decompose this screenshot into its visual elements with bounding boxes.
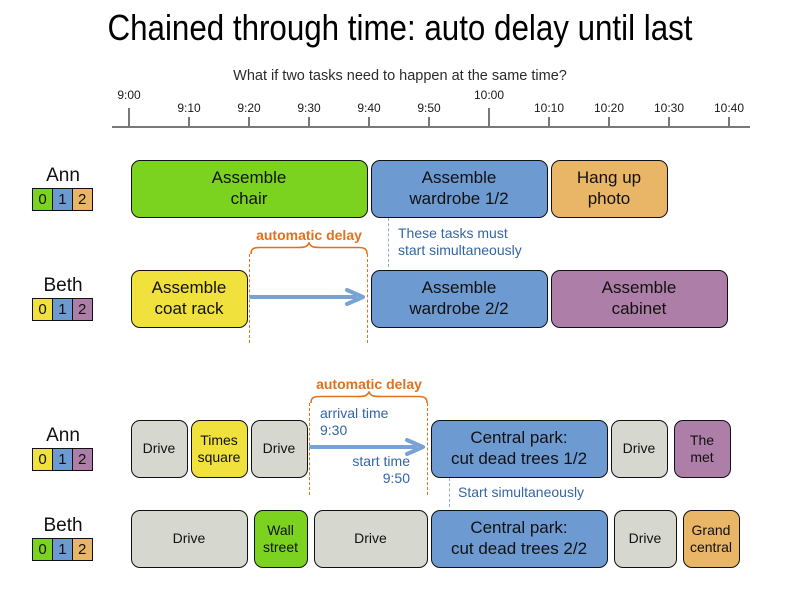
- task-label: Assemble cabinet: [601, 278, 677, 318]
- task-box: Hang up photo: [550, 160, 668, 218]
- person-chip: 1: [51, 448, 73, 471]
- task-box: Assemble chair: [130, 160, 368, 218]
- s2-arrival-time-note: arrival time 9:30: [320, 405, 389, 438]
- s2-sync-dashed-line: [449, 478, 450, 507]
- task-label: Wall street: [262, 521, 298, 555]
- person-chip: 1: [51, 538, 73, 561]
- s1-delay-dashed-line-left: [249, 254, 250, 343]
- timeline-axis: [112, 126, 750, 128]
- timeline-tick: [128, 108, 130, 127]
- timeline-tick-label: 10:40: [713, 101, 745, 115]
- person-name: Beth: [43, 515, 83, 536]
- s2-delay-dashed-line-left: [309, 403, 310, 495]
- person-chip: 2: [71, 538, 93, 561]
- task-label: Central park: cut dead trees 1/2: [450, 428, 588, 468]
- task-label: Drive: [628, 530, 662, 547]
- timeline-tick-label: 9:10: [177, 101, 201, 115]
- task-box: Central park: cut dead trees 2/2: [430, 510, 608, 568]
- task-label: Central park: cut dead trees 2/2: [450, 518, 588, 558]
- task-label: Hang up photo: [576, 168, 642, 208]
- timeline-tick: [368, 117, 370, 127]
- timeline-tick-label: 9:00: [117, 88, 141, 102]
- timeline-tick-label: 10:00: [473, 88, 505, 102]
- task-label: Assemble chair: [211, 168, 287, 208]
- timeline-tick-label: 10:30: [653, 101, 685, 115]
- task-label: Assemble wardrobe 2/2: [409, 278, 509, 318]
- task-label: Assemble wardrobe 1/2: [409, 168, 509, 208]
- timeline-tick: [488, 108, 490, 127]
- timeline-tick: [248, 117, 250, 127]
- task-box: The met: [673, 420, 731, 478]
- person-chip: 2: [71, 298, 93, 321]
- task-box: Drive: [130, 510, 248, 568]
- task-box: Assemble cabinet: [550, 270, 728, 328]
- person-chip: 2: [71, 188, 93, 211]
- s2-delay-dashed-line-right: [427, 403, 428, 495]
- s1-sync-dashed-line: [388, 213, 389, 267]
- task-box: Assemble wardrobe 1/2: [370, 160, 548, 218]
- task-box: Drive: [130, 420, 188, 478]
- s1-chain-arrow-icon: [249, 288, 365, 306]
- timeline-tick-label: 9:50: [417, 101, 441, 115]
- task-box: Times square: [190, 420, 248, 478]
- timeline-tick-label: 10:20: [593, 101, 625, 115]
- task-label: Times square: [197, 431, 241, 465]
- s1-delay-brace-icon: [250, 242, 368, 255]
- person-chip: 1: [51, 188, 73, 211]
- task-box: Central park: cut dead trees 1/2: [430, 420, 608, 478]
- person-name: Ann: [46, 425, 80, 446]
- person-chip: 1: [51, 298, 73, 321]
- person-chip: 0: [32, 298, 54, 321]
- timeline-tick-label: 9:40: [357, 101, 381, 115]
- timeline-tick-label: 9:30: [297, 101, 321, 115]
- s1-delay-dashed-line-right: [367, 254, 368, 343]
- task-label: The met: [689, 431, 715, 465]
- timeline-tick: [308, 117, 310, 127]
- s2-chain-arrow-icon: [309, 438, 425, 456]
- s2-automatic-delay-label: automatic delay: [316, 376, 422, 392]
- person-chip: 0: [32, 188, 54, 211]
- timeline-tick-label: 10:10: [533, 101, 565, 115]
- task-label: Drive: [622, 440, 656, 457]
- person-name: Ann: [46, 165, 80, 186]
- task-box: Assemble coat rack: [130, 270, 248, 328]
- timeline-tick: [728, 117, 730, 127]
- task-box: Assemble wardrobe 2/2: [370, 270, 548, 328]
- task-box: Drive: [250, 420, 308, 478]
- task-box: Drive: [610, 420, 668, 478]
- timeline-tick: [188, 117, 190, 127]
- task-box: Grand central: [682, 510, 740, 568]
- task-label: Drive: [262, 440, 296, 457]
- s2-start-time-note: start time 9:50: [352, 453, 410, 486]
- timeline-tick: [548, 117, 550, 127]
- timeline-tick: [608, 117, 610, 127]
- person-name: Beth: [43, 275, 83, 296]
- timeline-tick: [428, 117, 430, 127]
- diagram-title: Chained through time: auto delay until l…: [107, 7, 693, 48]
- person-chip: 2: [71, 448, 93, 471]
- task-box: Drive: [613, 510, 677, 568]
- person-chip: 0: [32, 448, 54, 471]
- task-label: Drive: [172, 530, 206, 547]
- task-label: Grand central: [689, 521, 733, 555]
- task-label: Drive: [354, 530, 387, 547]
- s1-sync-note: These tasks must start simultaneously: [398, 225, 522, 258]
- timeline-tick-label: 9:20: [237, 101, 261, 115]
- task-label: Assemble coat rack: [151, 278, 227, 318]
- diagram-subtitle: What if two tasks need to happen at the …: [233, 68, 567, 84]
- s2-sync-note: Start simultaneously: [458, 484, 585, 500]
- task-label: Drive: [142, 440, 176, 457]
- task-box: Wall street: [253, 510, 308, 568]
- timeline-tick: [668, 117, 670, 127]
- s1-automatic-delay-label: automatic delay: [256, 227, 362, 243]
- person-chip: 0: [32, 538, 54, 561]
- s2-delay-brace-icon: [310, 391, 428, 404]
- task-box: Drive: [313, 510, 428, 568]
